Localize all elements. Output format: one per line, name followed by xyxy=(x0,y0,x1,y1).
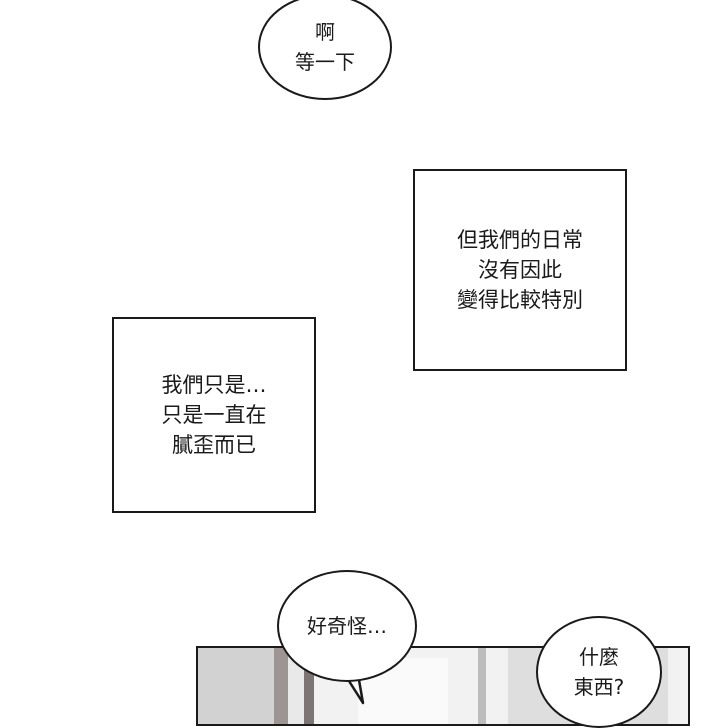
panel-background xyxy=(198,648,278,724)
caption-box-just-flirting: 我們只是… 只是一直在 膩歪而已 xyxy=(112,317,316,513)
speech-bubble-wait: 啊 等一下 xyxy=(258,0,392,100)
speech-bubble-what: 什麼 東西? xyxy=(536,616,662,728)
caption-box-everyday: 但我們的日常 沒有因此 變得比較特別 xyxy=(413,169,627,371)
panel-pillar xyxy=(274,648,288,724)
bubble-line: 啊 xyxy=(315,20,335,44)
bubble-tail-joint xyxy=(333,664,359,676)
panel-pillar xyxy=(304,648,314,724)
bubble-line: 好奇怪… xyxy=(307,614,387,638)
bubble-line: 東西? xyxy=(573,675,625,699)
bubble-line: 等一下 xyxy=(295,50,355,74)
caption-line: 沒有因此 xyxy=(478,258,562,282)
speech-bubble-strange: 好奇怪… xyxy=(277,570,417,682)
caption-line: 膩歪而已 xyxy=(172,433,256,457)
bubble-line: 什麼 xyxy=(579,645,619,669)
caption-line: 變得比較特別 xyxy=(457,288,583,312)
caption-line: 我們只是… xyxy=(161,373,267,397)
panel-door-frame xyxy=(478,648,486,724)
caption-line: 只是一直在 xyxy=(161,403,267,427)
caption-line: 但我們的日常 xyxy=(457,228,583,252)
